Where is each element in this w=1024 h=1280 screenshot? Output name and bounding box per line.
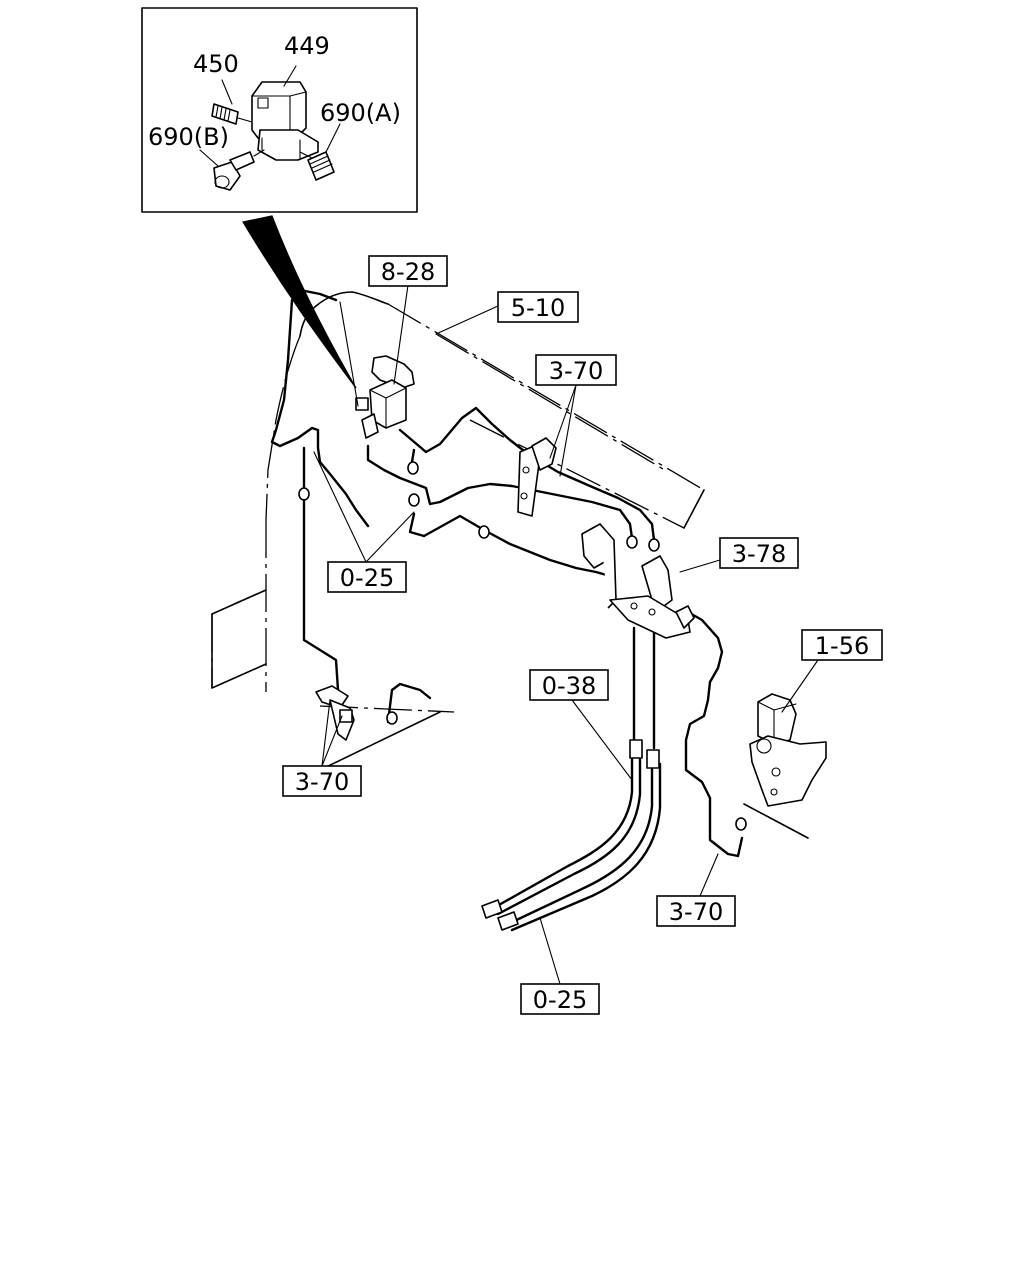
reference-label-025-bottom: 0-25 [520, 983, 600, 1015]
bracket-378 [581, 523, 695, 639]
reference-label-025-left: 0-25 [327, 561, 407, 593]
label-370-right-text: 3-70 [669, 898, 723, 926]
label-leaders [313, 284, 819, 985]
label-828-text: 8-28 [381, 258, 435, 286]
label-025-left-text: 0-25 [340, 564, 394, 592]
label-025-bottom-text: 0-25 [533, 986, 587, 1014]
reference-label-156: 1-56 [801, 629, 883, 661]
inset-solenoid-valve [251, 81, 319, 161]
bracket-370-lower-left [315, 685, 355, 741]
callout-449: 449 [284, 32, 330, 60]
reference-label-510: 5-10 [497, 291, 579, 323]
label-038-text: 0-38 [542, 672, 596, 700]
callout-690a: 690(A) [320, 99, 401, 127]
reference-label-370-left: 3-70 [282, 765, 362, 797]
label-370-top-text: 3-70 [549, 357, 603, 385]
solenoid-156 [749, 693, 827, 807]
inset-frame [141, 7, 418, 213]
callout-690b: 690(B) [148, 123, 229, 151]
label-370-left-text: 3-70 [295, 768, 349, 796]
reference-label-378: 3-78 [719, 537, 799, 569]
valve-assembly-828 [339, 301, 415, 439]
callout-450: 450 [193, 50, 239, 78]
detail-pointer-arrow [242, 215, 357, 389]
pipe-lines [270, 288, 747, 932]
leader-690b [199, 149, 219, 167]
label-510-text: 5-10 [511, 294, 565, 322]
label-378-text: 3-78 [732, 540, 786, 568]
reference-label-828: 8-28 [368, 255, 448, 287]
inset-elbow-690b [213, 149, 265, 191]
bracket-370-upper [517, 437, 557, 517]
frame-outline [211, 291, 809, 839]
inset-fitting-450 [211, 103, 253, 125]
reference-label-038: 0-38 [529, 669, 609, 701]
leader-450 [221, 79, 233, 105]
label-156-text: 1-56 [815, 632, 869, 660]
leader-690a [325, 123, 341, 153]
inset-fitting-690a [299, 151, 335, 181]
leader-449 [283, 65, 297, 87]
inset-detail: 449 450 690(A) 690(B) [141, 7, 418, 213]
reference-label-370-right: 3-70 [656, 895, 736, 927]
reference-label-370-top: 3-70 [535, 354, 617, 386]
